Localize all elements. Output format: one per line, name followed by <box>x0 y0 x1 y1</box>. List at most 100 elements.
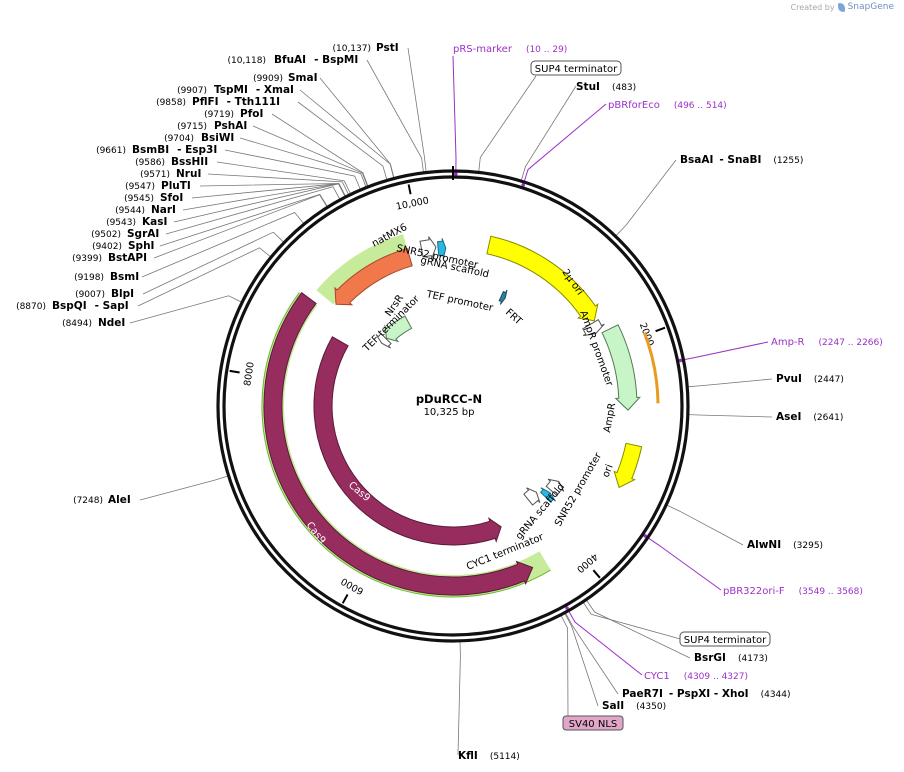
enzyme-site-asei[interactable]: AseI(2641) <box>776 411 843 423</box>
primer-site-dot <box>521 183 525 187</box>
enzyme-site-label: KasI <box>142 216 167 228</box>
frt-marker[interactable] <box>498 289 508 305</box>
primer-site-dot <box>678 358 683 363</box>
enzyme-site-pflfi[interactable]: (9858)PflFI- Tth111I <box>156 96 280 108</box>
primer-leader <box>566 607 643 676</box>
sup4-terminator-top-box[interactable]: SUP4 terminator <box>530 60 622 76</box>
enzyme-site-bspqi[interactable]: (8870)BspQI- SapI <box>16 300 129 312</box>
enzyme-site-position: (9909) <box>253 74 283 84</box>
leader-line <box>165 186 341 235</box>
leader-line <box>216 161 351 194</box>
nrsr-arrow[interactable] <box>384 315 413 343</box>
enzyme-site-label: SalI(4350) <box>602 700 666 712</box>
enzyme-site-bsmi[interactable]: (9198)BsmI <box>74 271 139 283</box>
cas9-outer-arrow[interactable] <box>263 291 534 596</box>
leader-line <box>366 59 424 172</box>
enzyme-site-kfli[interactable]: KflI(5114) <box>458 750 520 762</box>
sup4-terminator-bottom-box[interactable]: SUP4 terminator <box>679 631 771 647</box>
tick-mark <box>592 569 601 579</box>
leader-line <box>564 613 599 707</box>
enzyme-site-position: (10,118) <box>227 56 266 66</box>
enzyme-site-label: KflI(5114) <box>458 750 520 762</box>
ori-arrow[interactable] <box>613 442 643 489</box>
credit-prefix: Created by <box>790 2 835 12</box>
enzyme-site-label: PaeR7I- PspXI - XhoI(4344) <box>622 688 791 700</box>
enzyme-site-nrui[interactable]: (9571)NruI <box>140 168 201 180</box>
enzyme-site-sphi[interactable]: (9402)SphI <box>92 240 154 252</box>
enzyme-site-label: SmaI <box>288 72 318 84</box>
enzyme-site-kasi[interactable]: (9543)KasI <box>106 216 167 228</box>
leader-line <box>688 414 773 418</box>
leader-line <box>583 602 685 641</box>
primer-amp-r[interactable]: Amp-R(2247 .. 2266) <box>771 337 883 348</box>
leader-line <box>407 47 427 172</box>
enzyme-site-label: NarI <box>151 204 176 216</box>
enzyme-site-ndei[interactable]: (8494)NdeI <box>62 317 125 329</box>
enzyme-site-bstapi[interactable]: (9399)BstAPI <box>72 252 147 264</box>
enzyme-site-bfuai[interactable]: (10,118) BfuAI- BspMI <box>227 54 358 66</box>
primer-pbrforeco[interactable]: pBRforEco(496 .. 514) <box>608 100 727 111</box>
grna-scaffold-top-marker[interactable] <box>436 238 447 259</box>
enzyme-site-bsiwi[interactable]: (9704) BsiWI <box>164 132 234 144</box>
sup4-terminator-bottom-label: SUP4 terminator <box>684 635 767 646</box>
primer-leader <box>452 55 457 175</box>
enzyme-site-stui[interactable]: StuI(483) <box>576 81 636 93</box>
ampr-promoter-arrow[interactable] <box>582 319 605 337</box>
ampr-arrow[interactable] <box>601 324 642 411</box>
tick-mark <box>341 594 349 604</box>
enzyme-site-tspmi[interactable]: (9907)TspMI- XmaI <box>177 84 294 96</box>
enzyme-site-bsrgi[interactable]: BsrGI(4173) <box>694 652 768 664</box>
leader-line <box>688 378 773 388</box>
natmx6-arrow[interactable] <box>334 247 413 306</box>
enzyme-site-pshai[interactable]: (9715)PshAI <box>177 120 247 132</box>
primer-pbr322ori-f[interactable]: pBR322ori-F(3549 .. 3568) <box>723 586 863 597</box>
tick-mark <box>407 184 412 195</box>
enzyme-site-blpi[interactable]: (9007)BlpI <box>75 288 134 300</box>
enzyme-site-alwni[interactable]: AlwNI(3295) <box>747 539 823 551</box>
sv40-nls-box[interactable]: SV40 NLS <box>562 715 624 731</box>
grna-scaffold-bottom-marker[interactable] <box>539 487 556 503</box>
enzyme-site-bsaai[interactable]: BsaAI- SnaBI(1255) <box>680 154 803 166</box>
enzyme-site-sfoi[interactable]: (9545)SfoI <box>124 192 183 204</box>
enzyme-site-alei[interactable]: (7248)AleI <box>73 494 131 506</box>
enzyme-site-position: (9715) <box>177 122 207 132</box>
enzyme-site-label: BsrGI(4173) <box>694 652 768 664</box>
leader-line <box>141 212 304 278</box>
tick-mark <box>655 326 666 333</box>
enzyme-site-sgrai[interactable]: (9502)SgrAI <box>91 228 159 240</box>
enzyme-site-label: BsiWI <box>201 132 234 144</box>
tick-mark <box>229 369 240 374</box>
enzyme-site-sali[interactable]: SalI(4350) <box>602 700 666 712</box>
primer-prs-marker[interactable]: pRS-marker(10 .. 29) <box>453 44 567 55</box>
enzyme-site-psti[interactable]: (10,137)PstI <box>332 42 398 54</box>
enzyme-site-smai[interactable]: (9909) SmaI <box>253 72 317 84</box>
enzyme-site-position: (9907) <box>177 86 207 96</box>
cas9-inner-arrow[interactable] <box>313 336 502 546</box>
tick-label: 4000 <box>574 551 600 575</box>
primer-cyc1[interactable]: CYC1(4309 .. 4327) <box>644 671 748 682</box>
tef-terminator-arrow[interactable] <box>375 332 392 349</box>
cyc1-terminator-arrow[interactable] <box>523 487 541 506</box>
snr52-promoter-bottom-arrow[interactable] <box>545 478 565 497</box>
credit-brand: SnapGene <box>847 2 894 12</box>
enzyme-site-label: BfuAI- BspMI <box>274 54 358 66</box>
enzyme-site-bsshii[interactable]: (9586)BssHII <box>135 156 208 168</box>
enzyme-site-pfoi[interactable]: (9719)PfoI <box>204 108 263 120</box>
enzyme-site-pluti[interactable]: (9547)PluTI <box>125 180 191 192</box>
leader-line <box>586 600 691 659</box>
enzyme-site-nari[interactable]: (9544)NarI <box>115 204 176 216</box>
primer-label: pBR322ori-F(3549 .. 3568) <box>723 586 863 597</box>
enzyme-site-position: (9661) <box>96 146 126 156</box>
enzyme-site-label: PvuI(2447) <box>776 373 844 385</box>
two-micron-ori-arrow[interactable] <box>486 235 599 322</box>
enzyme-site-position: (9704) <box>164 134 194 144</box>
enzyme-site-paer7i[interactable]: PaeR7I- PspXI - XhoI(4344) <box>622 688 791 700</box>
primer-site-dot <box>454 172 458 176</box>
primer-label: CYC1(4309 .. 4327) <box>644 671 748 682</box>
enzyme-site-bsmbi[interactable]: (9661)BsmBI- Esp3I <box>96 144 217 156</box>
enzyme-site-position: (9858) <box>156 98 186 108</box>
enzyme-site-label: PluTI <box>161 180 191 192</box>
snr52-promoter-top-arrow[interactable] <box>419 236 437 261</box>
leader-line <box>207 173 349 195</box>
enzyme-site-pvui[interactable]: PvuI(2447) <box>776 373 844 385</box>
